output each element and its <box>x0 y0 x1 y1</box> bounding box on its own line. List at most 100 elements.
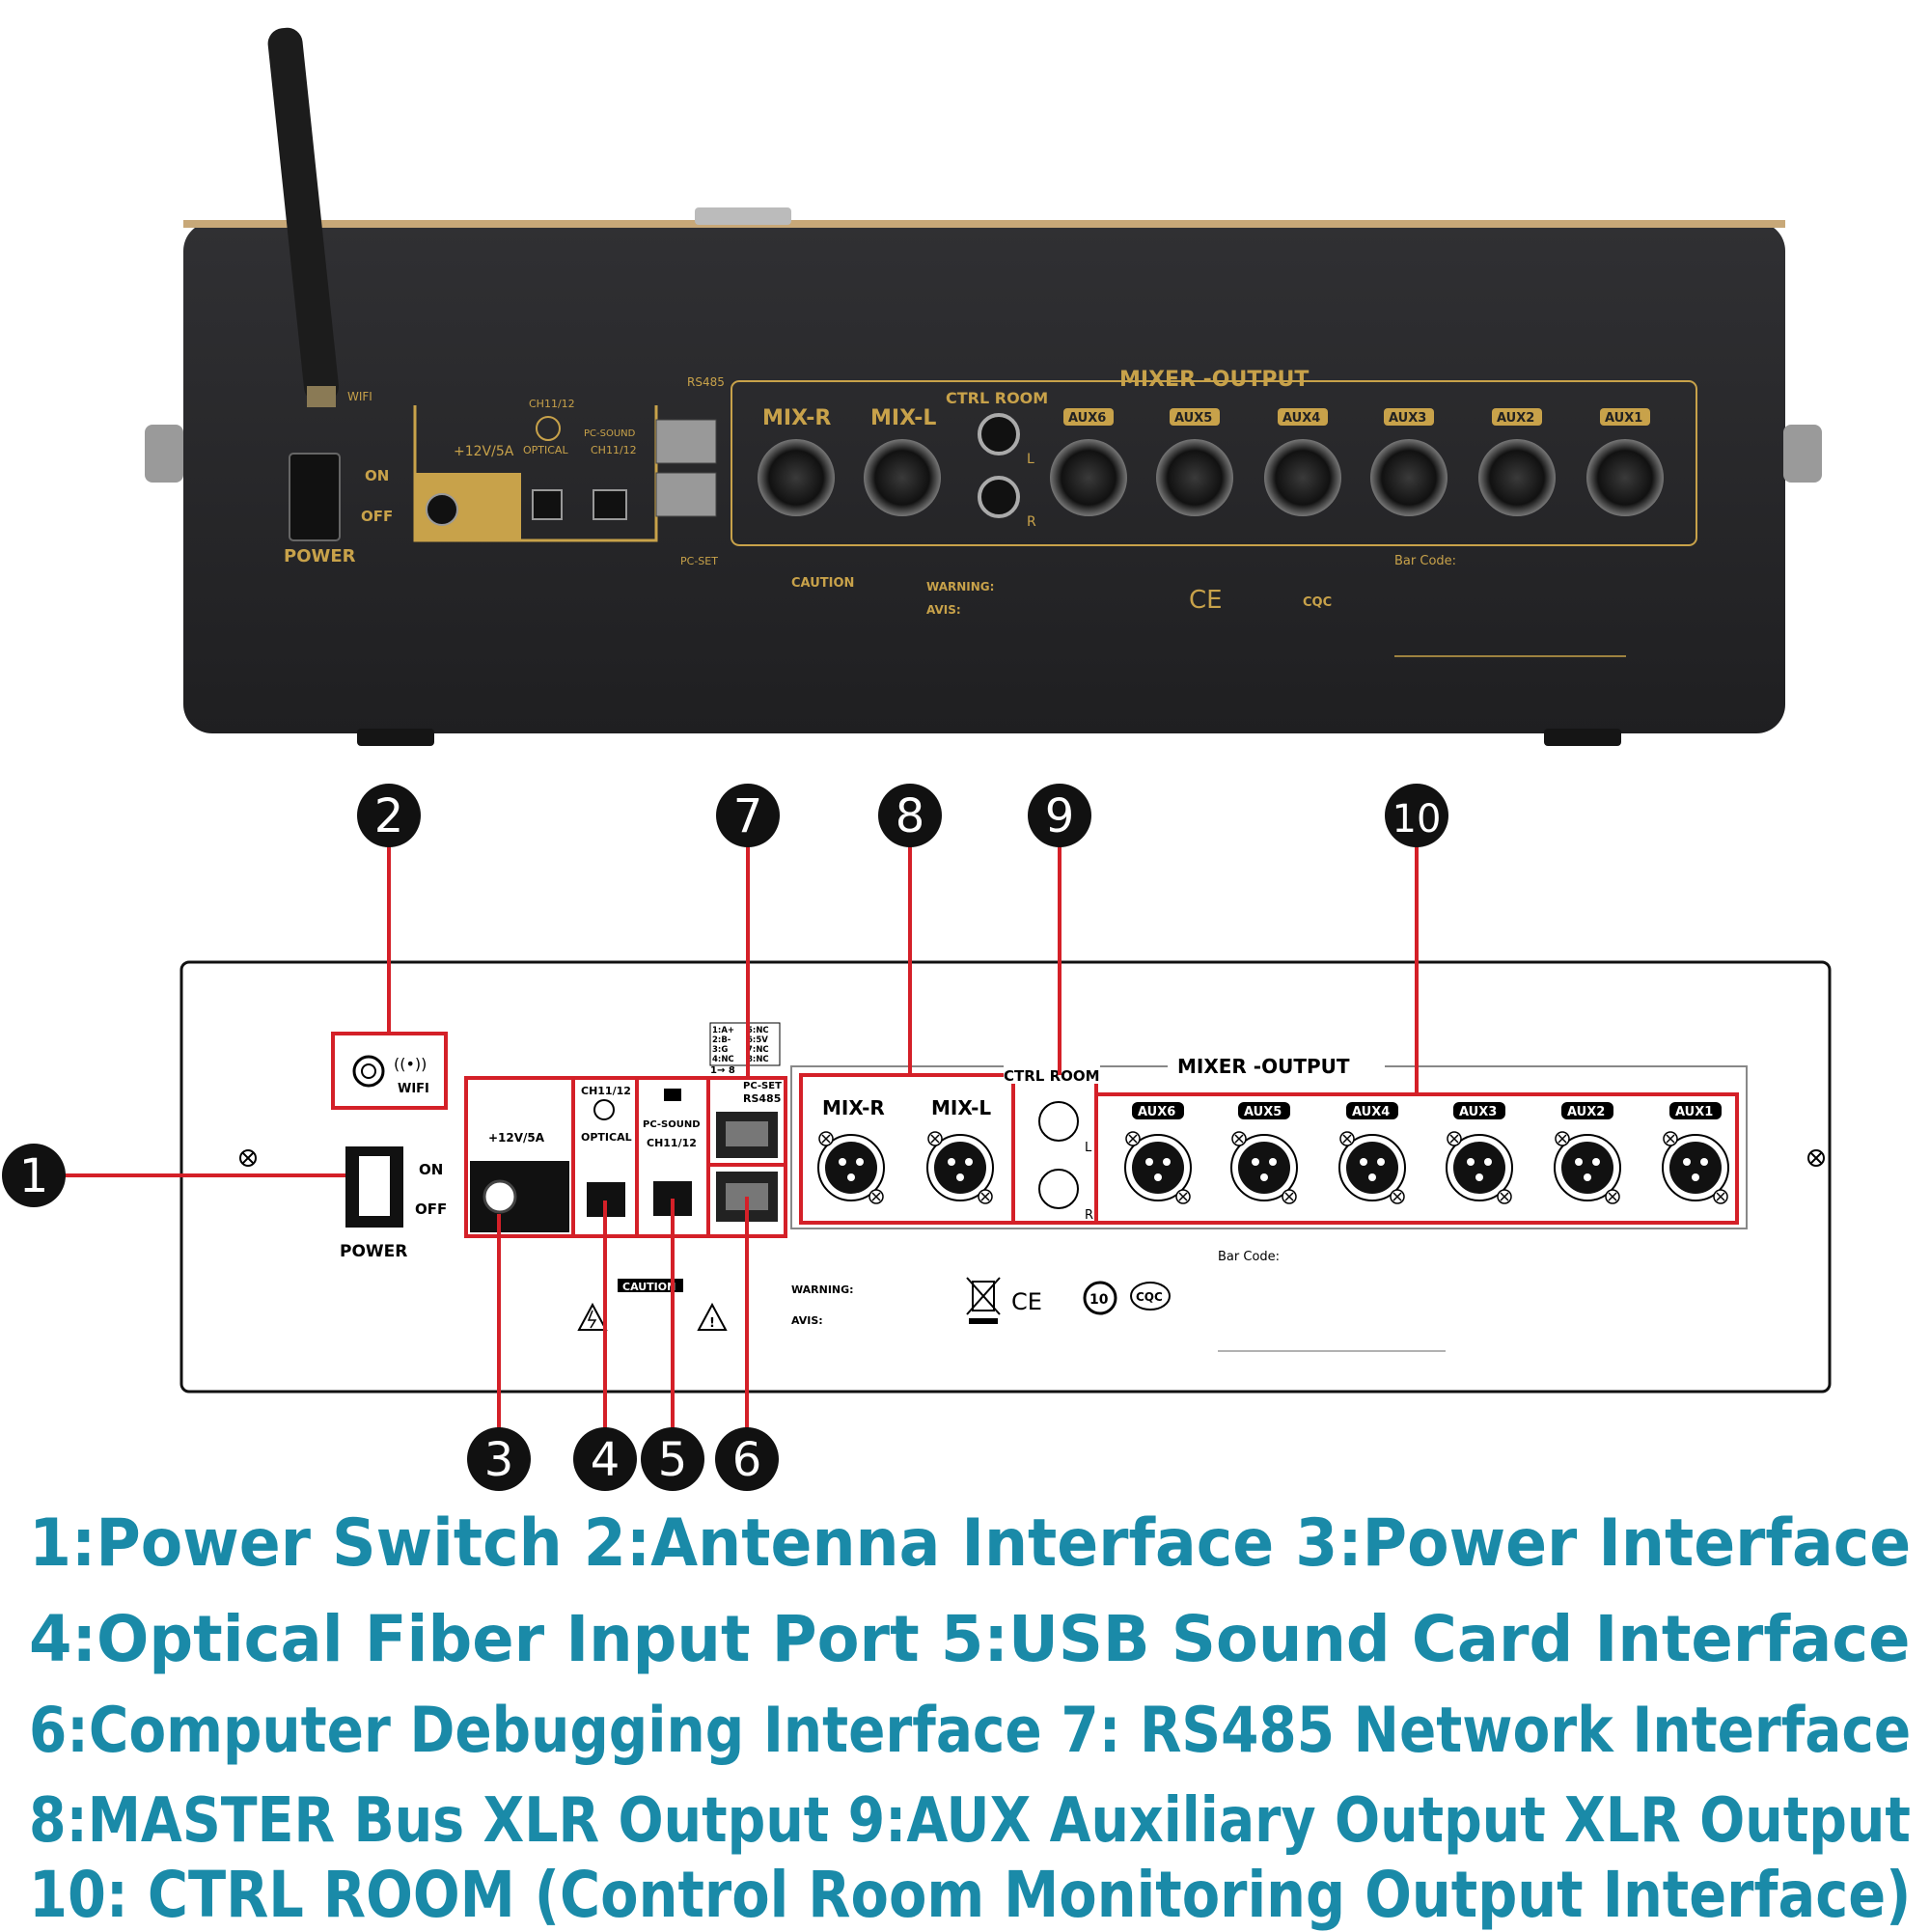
optical-disc-icon <box>593 1099 615 1120</box>
diagram-optical-top: CH11/12 <box>581 1085 631 1097</box>
diagram-xlr-aux <box>1124 1131 1192 1204</box>
diagram-ctrl-jack-r <box>1038 1169 1079 1209</box>
diagram-cqc: CQC <box>1136 1290 1163 1304</box>
mixer-output-outline <box>790 1065 1748 1229</box>
callout-badge-10 <box>1385 784 1448 847</box>
diagram-ctrl-jack-l <box>1038 1101 1079 1142</box>
device-aux-label: AUX3 <box>1389 411 1426 426</box>
device-xlr-aux <box>1370 439 1448 516</box>
callout-badge-1 <box>2 1144 66 1207</box>
diagram-power-off: OFF <box>415 1201 447 1218</box>
device-xlr-aux <box>1264 439 1341 516</box>
device-aux-label: AUX4 <box>1282 411 1320 426</box>
xlr-mix-r <box>758 439 835 516</box>
diagram-rs485-label: RS485 <box>743 1092 781 1105</box>
diagram-xlr-mix-r <box>817 1131 885 1204</box>
device-aux-tag <box>1600 408 1650 426</box>
rs485-label: RS485 <box>687 375 725 389</box>
device-xlr-aux <box>1156 439 1233 516</box>
screw-right-icon <box>1807 1149 1825 1167</box>
callout-number: 1 <box>19 1149 49 1203</box>
pinout-cell: 5:NC <box>747 1026 769 1035</box>
cqc-label: CQC <box>1303 595 1332 610</box>
ctrl-room-label: CTRL ROOM <box>946 389 1048 407</box>
xlr-mix-l <box>864 439 941 516</box>
optical-port <box>532 489 563 520</box>
ctrl-jack-r <box>978 476 1020 518</box>
rj45-bottom <box>655 472 717 517</box>
diagram-avis: AVIS: <box>791 1314 823 1327</box>
diagram-usb-label: CH11/12 <box>647 1137 697 1149</box>
diagram-aux-tag <box>1132 1102 1184 1119</box>
callout-badge-2 <box>357 784 421 847</box>
diagram-aux-label: AUX2 <box>1567 1105 1605 1119</box>
diagram-aux-label: AUX4 <box>1352 1105 1390 1119</box>
diagram-usb-top: PC-SOUND <box>643 1119 701 1130</box>
ctrl-r-label: R <box>1027 514 1036 530</box>
callout-number: 5 <box>658 1433 688 1487</box>
legend-line-5: 10: CTRL ROOM (Control Room Monitoring O… <box>29 1858 1912 1932</box>
callout-number: 10 <box>1392 797 1442 842</box>
callout-number: 6 <box>732 1433 762 1487</box>
ctrl-jack-l <box>978 413 1020 455</box>
legend-line-3: 6:Computer Debugging Interface 7: RS485 … <box>29 1695 1912 1767</box>
caution-label: CAUTION <box>791 576 854 591</box>
mixer-output-label: MIXER -OUTPUT <box>1119 368 1309 392</box>
diagram-mixer-output-label: MIXER -OUTPUT <box>1177 1055 1350 1078</box>
diagram-aux-label: AUX3 <box>1459 1105 1497 1119</box>
device-xlr-aux <box>1478 439 1556 516</box>
callout-lines <box>53 840 1419 1430</box>
diagram-optical-label: OPTICAL <box>581 1131 632 1144</box>
optical-top: CH11/12 <box>529 398 575 410</box>
svg-text:10: 10 <box>1089 1292 1109 1308</box>
wifi-label: WIFI <box>347 390 372 403</box>
callout-badge-8 <box>878 784 942 847</box>
callout-badge-9 <box>1028 784 1091 847</box>
device-aux-tag <box>1170 408 1220 426</box>
callout-badge-6 <box>715 1427 779 1491</box>
usb-label: CH11/12 <box>591 444 637 456</box>
computer-icon <box>664 1089 681 1101</box>
ctrl-l-label: L <box>1027 452 1034 467</box>
diagram-barcode: Bar Code: <box>1218 1250 1280 1264</box>
top-connector <box>695 207 791 225</box>
pinout-cell: 2:B- <box>712 1035 731 1045</box>
pinout-cell: 8:NC <box>747 1055 769 1064</box>
diagram-ctrl-room: CTRL ROOM <box>1004 1067 1100 1085</box>
device-xlr-aux <box>1586 439 1664 516</box>
pinout-cell: 7:NC <box>747 1045 769 1055</box>
device-aux-tag <box>1063 408 1114 426</box>
device-foot-right <box>1544 729 1621 746</box>
mixer-output-frame <box>731 380 1697 546</box>
diagram-aux-tag <box>1346 1102 1398 1119</box>
callout-badge-4 <box>573 1427 637 1491</box>
diagram-aux-tag <box>1238 1102 1290 1119</box>
device-aux-label: AUX2 <box>1497 411 1534 426</box>
diagram-xlr-aux <box>1230 1131 1298 1204</box>
diagram-rs485-arrow: 1→ 8 <box>710 1065 735 1076</box>
device-top-edge <box>183 220 1785 228</box>
antenna-jack-icon <box>352 1055 385 1088</box>
warning-label: WARNING: <box>926 580 994 593</box>
pinout-cell: 3:G <box>712 1045 728 1055</box>
diagram-xlr-aux <box>1554 1131 1621 1204</box>
device-aux-tag <box>1384 408 1434 426</box>
diagram-xlr-aux <box>1662 1131 1729 1204</box>
callout-number: 7 <box>733 789 763 843</box>
weee-bin-icon <box>966 1277 1001 1324</box>
device-aux-tag <box>1278 408 1328 426</box>
power-on-label: ON <box>365 467 389 484</box>
avis-label: AVIS: <box>926 603 961 617</box>
diagram-mix-l: MIX-L <box>931 1096 991 1119</box>
device-foot-left <box>357 729 434 746</box>
cqc-mark <box>1130 1282 1171 1311</box>
diagram-mix-r: MIX-R <box>822 1096 885 1119</box>
optical-label: OPTICAL <box>523 444 568 456</box>
power-jack <box>426 493 458 526</box>
diagram-aux-tag <box>1453 1102 1505 1119</box>
power-switch <box>289 453 341 541</box>
diagram-aux-label: AUX6 <box>1138 1105 1175 1119</box>
antenna-icon <box>267 27 340 407</box>
diagram-caution: CAUTION <box>622 1281 676 1293</box>
